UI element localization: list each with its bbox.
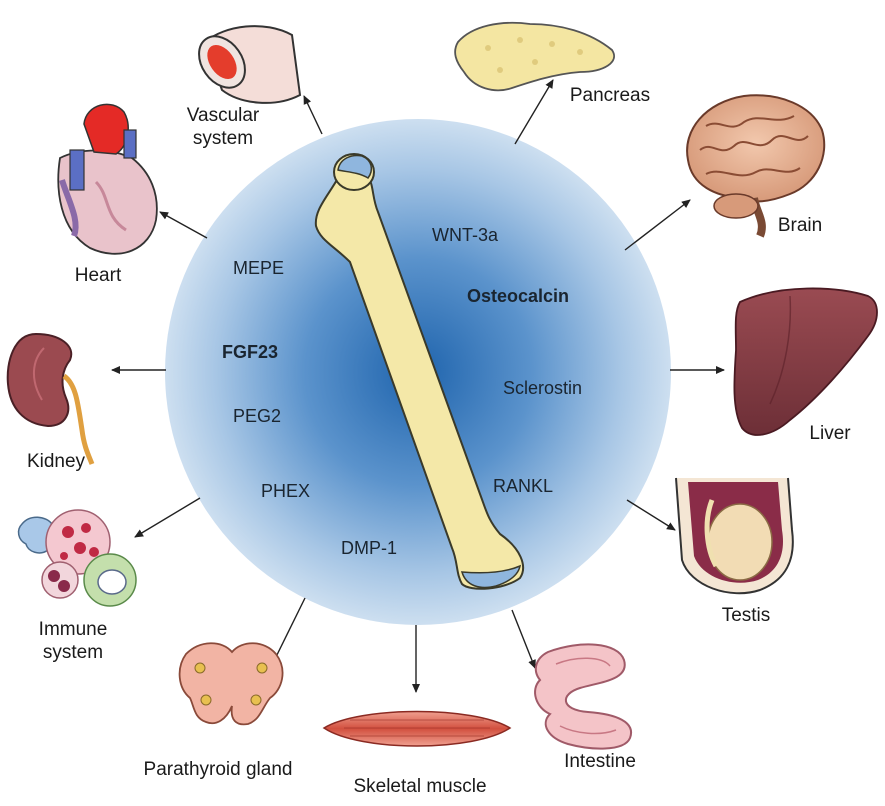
label-immune-line1: Immune [18,618,128,641]
label-brain: Brain [755,214,845,237]
label-testis: Testis [696,604,796,627]
kidney-icon [8,334,92,464]
arrow-brain [625,200,690,250]
molecule-phex: PHEX [261,481,310,502]
molecule-sclerostin: Sclerostin [503,378,582,399]
arrow-vascular [304,96,322,134]
label-immune-line2: system [18,641,128,664]
arrow-heart [160,212,207,238]
label-liver: Liver [790,422,870,445]
label-skeletal-muscle: Skeletal muscle [330,775,510,798]
muscle-icon [324,712,510,747]
label-intestine: Intestine [545,750,655,773]
immune-cells-icon [19,510,136,606]
label-parathyroid-gland: Parathyroid gland [128,758,308,781]
molecule-rankl: RANKL [493,476,553,497]
molecule-peg2: PEG2 [233,406,281,427]
molecule-osteocalcin: Osteocalcin [467,286,569,307]
label-vascular-system: Vascular system [163,104,283,150]
parathyroid-icon [180,643,283,724]
label-pancreas: Pancreas [560,84,660,107]
molecule-fgf23: FGF23 [222,342,278,363]
label-vascular-line1: Vascular [163,104,283,127]
heart-icon [58,104,157,253]
label-vascular-line2: system [163,127,283,150]
molecule-dmp1: DMP-1 [341,538,397,559]
molecule-mepe: MEPE [233,258,284,279]
pancreas-icon [455,23,614,90]
intestine-icon [535,644,631,748]
arrow-intestine [512,610,535,668]
label-heart: Heart [48,264,148,287]
arrow-pancreas [515,80,553,144]
molecule-wnt3a: WNT-3a [432,225,498,246]
arrow-testis [627,500,675,530]
blood-vessel-icon [190,26,300,103]
liver-icon [734,288,877,435]
label-kidney: Kidney [6,450,106,473]
arrow-immune [135,498,200,537]
label-immune-system: Immune system [18,618,128,664]
testis-icon [676,478,793,593]
